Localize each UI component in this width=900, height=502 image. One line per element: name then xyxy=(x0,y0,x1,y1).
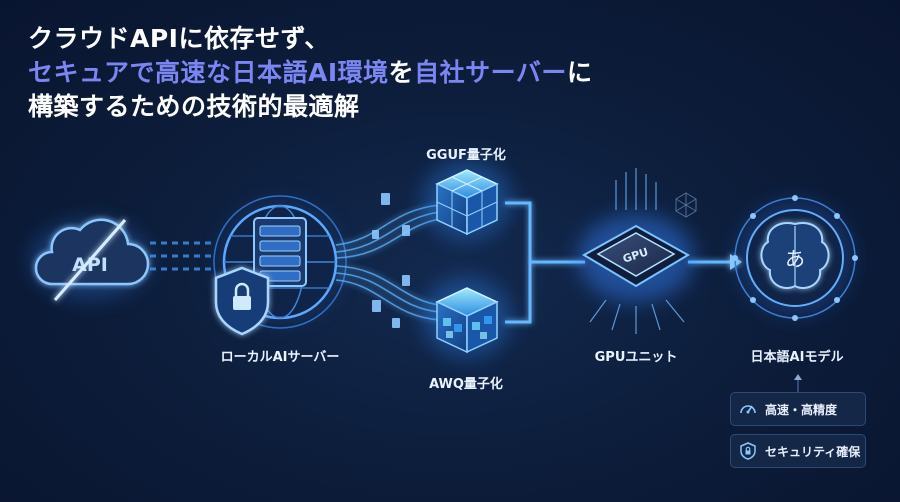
label-gpu-unit: GPUユニット xyxy=(594,350,678,365)
title-accent-security: セキュアで高速な日本語AI環境 xyxy=(28,58,389,87)
cloud-api-icon: API xyxy=(30,218,150,301)
gguf-cube-icon xyxy=(423,160,511,240)
brain-hiragana-char: あ xyxy=(785,247,805,271)
gpu-chip-icon: GPU xyxy=(578,168,694,334)
label-local-server: ローカルAIサーバー xyxy=(220,350,340,365)
badge-security: セキュリティ確保 xyxy=(730,434,866,468)
awq-cube-icon xyxy=(423,278,511,358)
label-ai-model: 日本語AIモデル xyxy=(750,350,844,365)
title-line-2: セキュアで高速な日本語AI環境を自社サーバーに xyxy=(28,56,592,90)
title-accent-server: 自社サーバー xyxy=(414,58,567,87)
badge-speed-precision: 高速・高精度 xyxy=(730,392,866,426)
title-line-1: クラウドAPIに依存せず、 xyxy=(28,24,330,53)
title-line-3: 構築するための技術的最適解 xyxy=(28,92,360,121)
document-icons xyxy=(372,193,410,328)
title-particle-ni: に xyxy=(566,58,593,87)
speedometer-icon xyxy=(740,405,756,414)
badge-speed-precision-label: 高速・高精度 xyxy=(765,402,838,417)
shield-lock-icon xyxy=(740,442,756,460)
title-particle-wo: を xyxy=(388,58,415,87)
hex-network-icon xyxy=(675,192,697,218)
label-gguf: GGUF量子化 xyxy=(426,148,506,163)
label-awq: AWQ量子化 xyxy=(429,377,503,392)
cloud-server-connectors xyxy=(150,241,215,271)
page-title: クラウドAPIに依存せず、 セキュアで高速な日本語AI環境を自社サーバーに 構築… xyxy=(28,22,592,124)
badge-security-label: セキュリティ確保 xyxy=(765,444,861,459)
data-flow-lines xyxy=(335,204,441,321)
caret-up-icon xyxy=(794,374,802,380)
ai-brain-icon: あ xyxy=(732,195,858,321)
shield-lock-icon xyxy=(214,266,270,336)
cube-gpu-connector xyxy=(505,201,730,324)
